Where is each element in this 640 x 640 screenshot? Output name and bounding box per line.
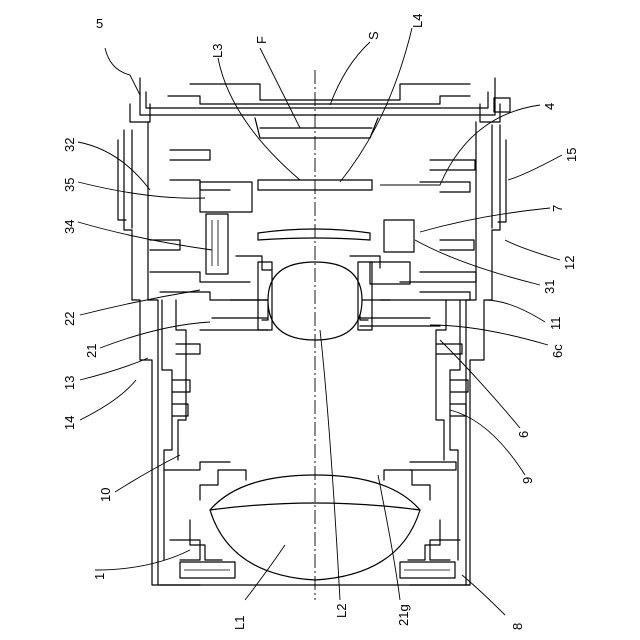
- label-1: 1: [92, 573, 107, 580]
- sensor-block: [206, 214, 228, 274]
- label-13: 13: [62, 376, 77, 390]
- label-7: 7: [550, 205, 565, 212]
- mount-lug: [494, 98, 510, 112]
- label-8: 8: [510, 623, 525, 630]
- label-5: 5: [96, 16, 103, 31]
- label-6: 6: [516, 431, 531, 438]
- label-10: 10: [98, 488, 113, 502]
- label-21: 21: [84, 344, 99, 358]
- actuator-block: [200, 182, 252, 212]
- label-35: 35: [62, 178, 77, 192]
- label-15: 15: [564, 148, 579, 162]
- label-l2: L2: [334, 604, 349, 618]
- gear-block: [370, 262, 410, 284]
- label-21g: 21g: [396, 604, 411, 626]
- label-12: 12: [562, 256, 577, 270]
- label-6c: 6c: [550, 344, 565, 358]
- label-31: 31: [542, 280, 557, 294]
- label-l3: L3: [210, 44, 225, 58]
- label-f: F: [254, 36, 269, 44]
- label-32: 32: [62, 138, 77, 152]
- lens-l3: [258, 229, 370, 240]
- motor-block: [384, 220, 414, 252]
- label-11: 11: [548, 317, 563, 331]
- label-l4: L4: [410, 14, 425, 28]
- label-14: 14: [62, 416, 77, 430]
- label-9: 9: [520, 477, 535, 484]
- label-4: 4: [542, 103, 557, 110]
- label-22: 22: [62, 312, 77, 326]
- mount-assembly: [130, 78, 510, 138]
- label-l1: L1: [232, 616, 247, 630]
- label-s: S: [366, 31, 381, 40]
- label-34: 34: [62, 220, 77, 234]
